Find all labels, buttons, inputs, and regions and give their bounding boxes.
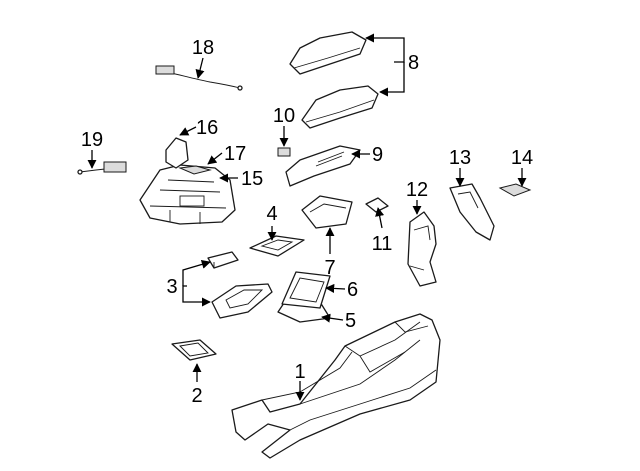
callout-14: 14 [511, 147, 533, 169]
callout-8: 8 [408, 52, 419, 74]
trim-panel-upper [207, 251, 239, 269]
callout-16: 16 [196, 117, 218, 139]
callout-13: 13 [449, 147, 471, 169]
callout-10: 10 [273, 105, 295, 127]
console-body [231, 313, 441, 459]
clip [277, 147, 291, 157]
shift-knob [165, 137, 189, 169]
leader-lines [87, 33, 527, 401]
callout-7: 7 [324, 257, 335, 279]
lid-hinge-base [285, 145, 361, 187]
small-bezel [171, 339, 217, 361]
wire-harness [77, 161, 127, 175]
callout-18: 18 [192, 37, 214, 59]
callout-17: 17 [224, 143, 246, 165]
callout-19: 19 [81, 129, 103, 151]
switch-bezel [249, 235, 305, 257]
cup-holder-insert [301, 195, 353, 229]
callout-12: 12 [406, 179, 428, 201]
callout-3: 3 [166, 276, 177, 298]
callout-5: 5 [345, 310, 356, 332]
callout-6: 6 [347, 279, 358, 301]
callout-2: 2 [191, 385, 202, 407]
shifter-assembly [139, 164, 236, 225]
callout-4: 4 [266, 203, 277, 225]
callout-15: 15 [241, 168, 263, 190]
armrest-lid-lower [301, 85, 379, 129]
side-panel [407, 211, 437, 287]
shift-indicator [178, 165, 212, 175]
small-switch [498, 183, 532, 197]
small-bracket [365, 197, 389, 213]
armrest-lid-upper [289, 31, 367, 75]
rear-panel [449, 183, 495, 241]
callout-9: 9 [372, 144, 383, 166]
callout-11: 11 [372, 233, 393, 255]
callout-labels: 1 2 3 4 5 6 7 8 9 10 11 12 13 14 15 16 1… [81, 37, 533, 407]
box-liner [281, 271, 331, 309]
trim-panel-lower [211, 283, 273, 319]
shift-cable [155, 65, 243, 91]
callout-1: 1 [294, 361, 305, 383]
